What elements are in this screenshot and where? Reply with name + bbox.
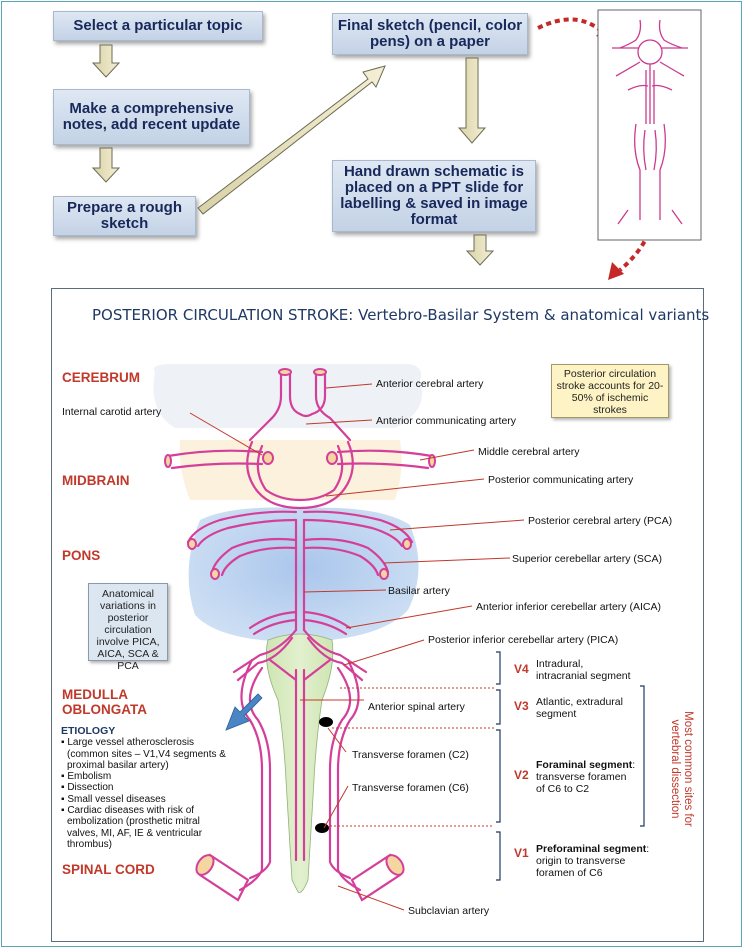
segment-v2-bold: Foraminal segment xyxy=(536,759,633,771)
label-asa: Anterior spinal artery xyxy=(368,701,465,713)
arrow-diagonal xyxy=(197,65,386,215)
etiology-heading: ETIOLOGY xyxy=(61,725,116,737)
label-pcom: Posterior communicating artery xyxy=(488,474,634,486)
label-tf-c6: Transverse foramen (C6) xyxy=(352,782,469,794)
dissection-note: Most common sites for vertebral dissecti… xyxy=(661,698,701,828)
flow-arrows xyxy=(91,9,702,280)
medulla-shape xyxy=(265,633,334,893)
foramen-c6-dot xyxy=(315,823,329,833)
label-basilar: Basilar artery xyxy=(388,585,450,597)
segment-v3-text: Atlantic, extradural segment xyxy=(536,696,623,720)
label-aca: Anterior cerebral artery xyxy=(376,378,484,390)
label-sca: Superior cerebellar artery (SCA) xyxy=(512,553,662,565)
segment-v1-desc: Preforaminal segment: origin to transver… xyxy=(536,843,654,879)
flow-step-notes: Make a comprehensive notes, add recent u… xyxy=(53,89,250,145)
red-dotted-arrow-bottom xyxy=(618,207,659,272)
etiology-block: ETIOLOGY ▪ Large vessel atherosclerosis … xyxy=(61,725,231,850)
segment-v1-bold: Preforaminal segment xyxy=(536,843,647,855)
bracket-v4 xyxy=(496,651,501,685)
note-stroke-percentage: Posterior circulation stroke accounts fo… xyxy=(551,364,669,418)
segment-v2-text: : transverse foramen of C6 to C2 xyxy=(536,759,636,795)
cerebrum-shape xyxy=(153,364,423,428)
note-anatomical-variations: Anatomical variations in posterior circu… xyxy=(88,583,168,672)
etiology-item: ▪ Cardiac diseases with risk of emboliza… xyxy=(61,805,203,850)
flow-step-select-topic: Select a particular topic xyxy=(53,11,263,41)
region-medulla: MEDULLA OBLONGATA xyxy=(62,687,147,717)
foramen-c2-dot xyxy=(319,717,333,727)
label-pica: Posterior inferior cerebellar artery (PI… xyxy=(428,634,619,646)
label-aica: Anterior inferior cerebellar artery (AIC… xyxy=(476,601,661,613)
label-mca: Middle cerebral artery xyxy=(478,446,580,458)
arrow-down-2 xyxy=(91,147,121,183)
segment-v4-text: Intradural, intracranial segment xyxy=(536,658,631,682)
segment-v2-desc: Foraminal segment: transverse foramen of… xyxy=(536,759,636,795)
region-spinal-cord: SPINAL CORD xyxy=(62,862,155,877)
label-ica: Internal carotid artery xyxy=(62,406,162,418)
sketch-thumbnail-drawing xyxy=(612,19,688,225)
arrow-down-1 xyxy=(91,44,121,78)
label-tf-c2: Transverse foramen (C2) xyxy=(352,749,469,761)
etiology-item: ▪ Dissection xyxy=(61,782,114,794)
label-subclavian: Subclavian artery xyxy=(408,905,490,917)
label-pca: Posterior cerebral artery (PCA) xyxy=(528,515,673,527)
segment-v3-code: V3 xyxy=(514,699,529,713)
bracket-v2 xyxy=(496,729,501,823)
segment-v2-code: V2 xyxy=(514,768,529,782)
dissection-note-text: Most common sites for vertebral dissecti… xyxy=(669,711,694,827)
region-midbrain: MIDBRAIN xyxy=(62,473,130,488)
etiology-list: ▪ Large vessel atherosclerosis (common s… xyxy=(61,737,231,850)
segment-v1-text: : origin to transverse foramen of C6 xyxy=(536,843,650,879)
etiology-arrow xyxy=(225,693,263,731)
segment-v4-code: V4 xyxy=(514,662,529,676)
arrow-down-3 xyxy=(457,57,487,144)
segment-v1-code: V1 xyxy=(514,846,529,860)
etiology-item: ▪ Embolism xyxy=(61,771,112,783)
etiology-item: ▪ Large vessel atherosclerosis (common s… xyxy=(61,737,226,771)
panel-title: POSTERIOR CIRCULATION STROKE: Vertebro-B… xyxy=(92,306,710,324)
bracket-v3 xyxy=(496,689,501,725)
bracket-v1 xyxy=(496,831,501,881)
flow-step-ppt: Hand drawn schematic is placed on a PPT … xyxy=(332,160,536,232)
bracket-dissection xyxy=(640,685,645,827)
etiology-item: ▪ Small vessel diseases xyxy=(61,793,166,805)
arrow-down-4 xyxy=(465,234,495,266)
region-pons: PONS xyxy=(62,548,101,563)
label-acom: Anterior communicating artery xyxy=(376,415,517,427)
flow-step-rough-sketch: Prepare a rough sketch xyxy=(53,196,196,236)
flow-step-final-sketch: Final sketch (pencil, color pens) on a p… xyxy=(332,13,528,55)
region-cerebrum: CEREBRUM xyxy=(62,370,141,385)
